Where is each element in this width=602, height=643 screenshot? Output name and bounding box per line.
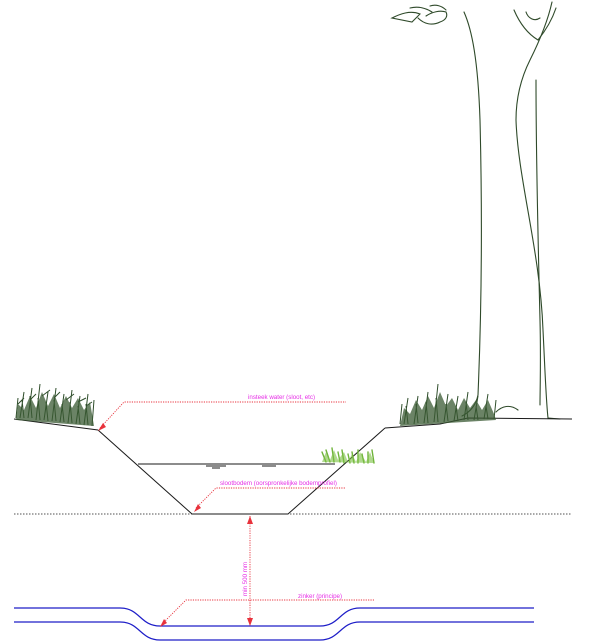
water-surface-marks bbox=[206, 465, 276, 469]
annotation-leaders bbox=[99, 401, 374, 626]
left-bank-grass-fill bbox=[16, 392, 94, 426]
leader-arrowheads bbox=[98, 423, 253, 627]
insteek-water-label: insteek water (sloot, etc) bbox=[248, 394, 315, 401]
ground-profile bbox=[13, 417, 573, 515]
right-bank-grass-fill bbox=[400, 392, 496, 426]
reed-fill bbox=[322, 450, 374, 463]
slootbodem-label: slootbodem (oorspronkelijke bodemprofiel… bbox=[220, 480, 337, 487]
min-depth-label: min 500 mm bbox=[242, 562, 249, 596]
tree-icon bbox=[390, 1, 561, 420]
zinker-label: zinker (principe) bbox=[298, 593, 342, 600]
zinker-pipe bbox=[14, 607, 534, 641]
